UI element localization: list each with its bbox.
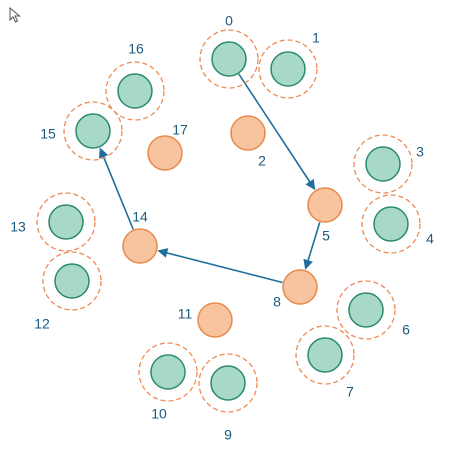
node-0-label: 0 bbox=[225, 13, 233, 29]
node-7-circle[interactable] bbox=[307, 337, 343, 373]
node-5-label: 5 bbox=[322, 228, 330, 244]
node-3[interactable] bbox=[353, 134, 413, 194]
node-3-dashed-ring bbox=[353, 134, 413, 194]
edge-8-to-14 bbox=[157, 248, 283, 284]
node-10-circle[interactable] bbox=[150, 354, 186, 390]
node-5-circle[interactable] bbox=[307, 187, 343, 223]
node-1-label: 1 bbox=[312, 30, 320, 46]
node-6-dashed-ring bbox=[336, 280, 396, 340]
node-2[interactable] bbox=[230, 115, 266, 151]
node-13[interactable] bbox=[36, 192, 96, 252]
node-2-circle[interactable] bbox=[230, 115, 266, 151]
node-16-dashed-ring bbox=[105, 61, 165, 121]
node-3-label: 3 bbox=[416, 144, 424, 160]
node-7[interactable] bbox=[295, 325, 355, 385]
node-1[interactable] bbox=[258, 39, 318, 99]
edge-0-to-5 bbox=[238, 73, 316, 190]
node-4-dashed-ring bbox=[361, 194, 421, 254]
node-14[interactable] bbox=[122, 228, 158, 264]
node-15-dashed-ring bbox=[63, 101, 123, 161]
node-8[interactable] bbox=[282, 269, 318, 305]
node-13-circle[interactable] bbox=[48, 204, 84, 240]
node-17-label: 17 bbox=[172, 122, 188, 138]
node-9-dashed-ring bbox=[198, 353, 258, 413]
node-1-dashed-ring bbox=[258, 39, 318, 99]
node-11-label: 11 bbox=[178, 306, 193, 322]
node-3-circle[interactable] bbox=[365, 146, 401, 182]
node-0-circle[interactable] bbox=[211, 41, 247, 77]
node-12-label: 12 bbox=[34, 316, 50, 332]
node-4-circle[interactable] bbox=[373, 206, 409, 242]
node-13-label: 13 bbox=[10, 219, 26, 235]
node-12-circle[interactable] bbox=[54, 263, 90, 299]
node-6-label: 6 bbox=[402, 322, 410, 338]
node-14-circle[interactable] bbox=[122, 228, 158, 264]
node-16-label: 16 bbox=[128, 41, 144, 57]
edge-5-to-8 bbox=[303, 221, 321, 270]
node-14-label: 14 bbox=[132, 209, 148, 225]
node-11[interactable] bbox=[197, 302, 233, 338]
node-15[interactable] bbox=[63, 101, 123, 161]
node-5[interactable] bbox=[307, 187, 343, 223]
node-15-label: 15 bbox=[40, 126, 56, 142]
node-17[interactable] bbox=[147, 135, 183, 171]
node-10[interactable] bbox=[138, 342, 198, 402]
node-11-circle[interactable] bbox=[197, 302, 233, 338]
node-8-label: 8 bbox=[273, 294, 281, 310]
node-9-label: 9 bbox=[224, 427, 232, 443]
node-15-circle[interactable] bbox=[75, 113, 111, 149]
node-12-dashed-ring bbox=[42, 251, 102, 311]
node-10-label: 10 bbox=[151, 406, 167, 422]
node-4[interactable] bbox=[361, 194, 421, 254]
node-9-circle[interactable] bbox=[210, 365, 246, 401]
node-16[interactable] bbox=[105, 61, 165, 121]
node-17-circle[interactable] bbox=[147, 135, 183, 171]
mouse-pointer-icon bbox=[9, 6, 21, 28]
node-4-label: 4 bbox=[426, 231, 434, 247]
node-16-circle[interactable] bbox=[117, 73, 153, 109]
node-1-circle[interactable] bbox=[270, 51, 306, 87]
nodes-layer bbox=[36, 29, 421, 413]
node-2-label: 2 bbox=[258, 153, 266, 169]
node-7-dashed-ring bbox=[295, 325, 355, 385]
node-8-circle[interactable] bbox=[282, 269, 318, 305]
node-7-label: 7 bbox=[346, 384, 354, 400]
node-10-dashed-ring bbox=[138, 342, 198, 402]
node-9[interactable] bbox=[198, 353, 258, 413]
node-12[interactable] bbox=[42, 251, 102, 311]
edge-14-to-15 bbox=[98, 147, 134, 230]
node-13-dashed-ring bbox=[36, 192, 96, 252]
edges-layer bbox=[98, 73, 321, 284]
node-6[interactable] bbox=[336, 280, 396, 340]
node-0-dashed-ring bbox=[199, 29, 259, 89]
node-6-circle[interactable] bbox=[348, 292, 384, 328]
node-0[interactable] bbox=[199, 29, 259, 89]
